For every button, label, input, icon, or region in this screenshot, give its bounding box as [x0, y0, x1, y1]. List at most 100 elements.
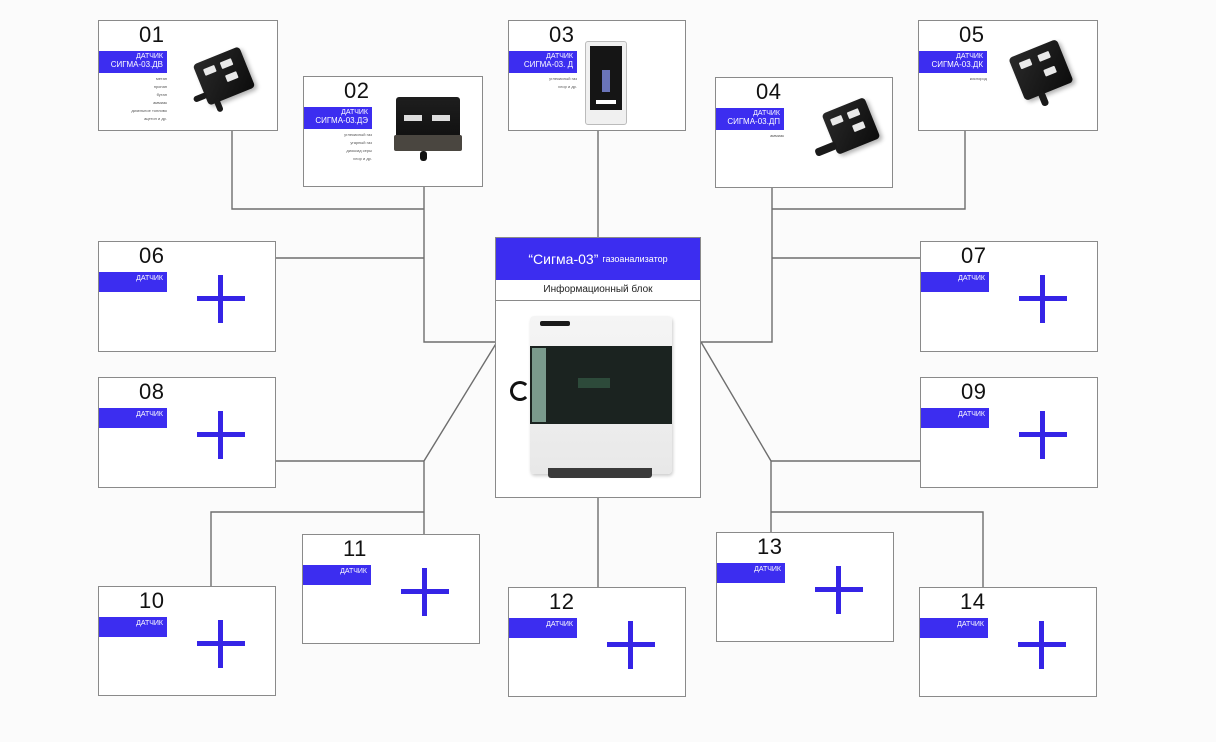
unit-side-strip	[532, 348, 546, 422]
sensor-tag: ДАТЧИК СИГМА-03.ДП	[716, 108, 784, 130]
sensor-box-01[interactable]: 01 ДАТЧИК СИГМА-03.ДВ метан пропан бутан…	[98, 20, 278, 131]
sensor-number: 14	[960, 589, 986, 614]
add-sensor-plus-icon[interactable]	[1018, 621, 1066, 669]
cable-icon	[510, 381, 530, 401]
gas-item: угарный газ	[350, 140, 372, 145]
sensor-d-image	[585, 41, 627, 125]
sensor-tag: ДАТЧИК	[99, 408, 167, 428]
sensor-number: 01	[139, 22, 165, 47]
gas-item: углекислый газ	[344, 132, 372, 137]
gas-item: метан	[155, 76, 167, 81]
sensor-box-05[interactable]: 05 ДАТЧИК СИГМА-03.ДК кислород	[918, 20, 1098, 131]
add-sensor-plus-icon[interactable]	[197, 411, 245, 459]
gas-item: диоксид серы	[346, 148, 372, 153]
sensor-tag: ДАТЧИК	[921, 408, 989, 428]
sensor-number: 12	[549, 589, 575, 614]
sensor-number: 04	[756, 79, 782, 104]
gas-item: углекислый газ	[549, 76, 577, 81]
sensor-box-13[interactable]: 13 ДАТЧИК	[716, 532, 894, 642]
sensor-tag: ДАТЧИК	[303, 565, 371, 585]
sensor-box-08[interactable]: 08 ДАТЧИК	[98, 377, 276, 488]
add-sensor-plus-icon[interactable]	[197, 275, 245, 323]
gas-item: хлор и др.	[353, 156, 372, 161]
sensor-model: СИГМА-03.ДП	[727, 117, 780, 126]
gas-item: дизельное топливо	[131, 108, 167, 113]
sensor-number: 08	[139, 379, 165, 404]
unit-label	[540, 321, 570, 326]
gas-item: аммиак	[153, 100, 167, 105]
add-sensor-plus-icon[interactable]	[607, 621, 655, 669]
gas-list: метан пропан бутан аммиак дизельное топл…	[103, 75, 167, 123]
sensor-number: 02	[344, 78, 370, 103]
sensor-tag: ДАТЧИК СИГМА-03.ДЭ	[304, 107, 372, 129]
wire-05	[772, 130, 966, 210]
unit-base	[548, 468, 652, 478]
sensor-box-12[interactable]: 12 ДАТЧИК	[508, 587, 686, 697]
sensor-box-10[interactable]: 10 ДАТЧИК	[98, 586, 276, 696]
sensor-number: 11	[343, 536, 367, 561]
sensor-box-02[interactable]: 02 ДАТЧИК СИГМА-03.ДЭ углекислый газ уга…	[303, 76, 483, 187]
sensor-number: 05	[959, 22, 985, 47]
sensor-tag: ДАТЧИК	[920, 618, 988, 638]
sensor-number: 10	[139, 588, 165, 613]
sensor-model: СИГМА-03.ДВ	[110, 60, 163, 69]
sensor-box-04[interactable]: 04 ДАТЧИК СИГМА-03.ДП аммиак	[715, 77, 893, 188]
sensor-number: 06	[139, 243, 165, 268]
add-sensor-plus-icon[interactable]	[1019, 411, 1067, 459]
sensor-box-06[interactable]: 06 ДАТЧИК	[98, 241, 276, 352]
sensor-box-11[interactable]: 11 ДАТЧИК	[302, 534, 480, 644]
sensor-tag: ДАТЧИК	[509, 618, 577, 638]
wire-04	[701, 186, 773, 343]
sensor-box-03[interactable]: 03 ДАТЧИК СИГМА-03. Д углекислый газ хло…	[508, 20, 686, 131]
sensor-tag: ДАТЧИК	[717, 563, 785, 583]
sensor-tag-title: ДАТЧИК	[136, 53, 163, 60]
gas-item: хлор и др.	[558, 84, 577, 89]
sensor-tag-title: ДАТЧИК	[956, 53, 983, 60]
gas-item: ацетон и др.	[144, 116, 167, 121]
add-sensor-plus-icon[interactable]	[197, 620, 245, 668]
information-block-label: Информационный блок	[496, 280, 700, 301]
wire-10	[210, 511, 424, 586]
add-sensor-plus-icon[interactable]	[1019, 275, 1067, 323]
sensor-dp-image	[814, 96, 881, 157]
add-sensor-plus-icon[interactable]	[401, 568, 449, 616]
wire-lower-left	[423, 341, 498, 535]
information-block[interactable]: “Сигма-03” газоанализатор Информационный…	[495, 237, 701, 498]
sensor-tag: ДАТЧИК СИГМА-03. Д	[509, 51, 577, 73]
gas-item: аммиак	[770, 133, 784, 138]
sensor-tag: ДАТЧИК	[99, 617, 167, 637]
wire-lower-right	[700, 341, 772, 532]
add-sensor-plus-icon[interactable]	[815, 566, 863, 614]
wire-14	[771, 511, 984, 587]
sensor-box-07[interactable]: 07 ДАТЧИК	[920, 241, 1098, 352]
sensor-tag: ДАТЧИК СИГМА-03.ДВ	[99, 51, 167, 73]
sensor-number: 13	[757, 534, 783, 559]
gas-item: кислород	[969, 76, 987, 81]
sensor-tag: ДАТЧИК	[99, 272, 167, 292]
unit-lcd	[578, 378, 610, 388]
product-subtitle: газоанализатор	[602, 254, 668, 264]
unit-display-panel	[530, 346, 672, 424]
gas-list: углекислый газ хлор и др.	[513, 75, 577, 91]
gas-analyzer-unit-image	[530, 316, 672, 478]
gas-list: кислород	[923, 75, 987, 83]
sensor-model: СИГМА-03.ДЭ	[315, 116, 368, 125]
sensor-number: 03	[549, 22, 575, 47]
wire-02	[423, 186, 497, 343]
sensor-model: СИГМА-03.ДК	[931, 60, 983, 69]
sensor-tag: ДАТЧИК	[921, 272, 989, 292]
product-name: “Сигма-03”	[528, 251, 599, 267]
sensor-number: 09	[961, 379, 987, 404]
sensor-tag: ДАТЧИК СИГМА-03.ДК	[919, 51, 987, 73]
sensor-box-14[interactable]: 14 ДАТЧИК	[919, 587, 1097, 697]
sensor-number: 07	[961, 243, 987, 268]
information-block-header: “Сигма-03” газоанализатор	[496, 238, 700, 280]
sensor-model: СИГМА-03. Д	[523, 60, 573, 69]
sensor-tag-title: ДАТЧИК	[546, 53, 573, 60]
sensor-dv-image	[192, 46, 256, 113]
sensor-box-09[interactable]: 09 ДАТЧИК	[920, 377, 1098, 488]
gas-list: аммиак	[720, 132, 784, 140]
sensor-tag-title: ДАТЧИК	[753, 110, 780, 117]
sensor-de-image	[394, 97, 462, 161]
gas-list: углекислый газ угарный газ диоксид серы …	[308, 131, 372, 163]
